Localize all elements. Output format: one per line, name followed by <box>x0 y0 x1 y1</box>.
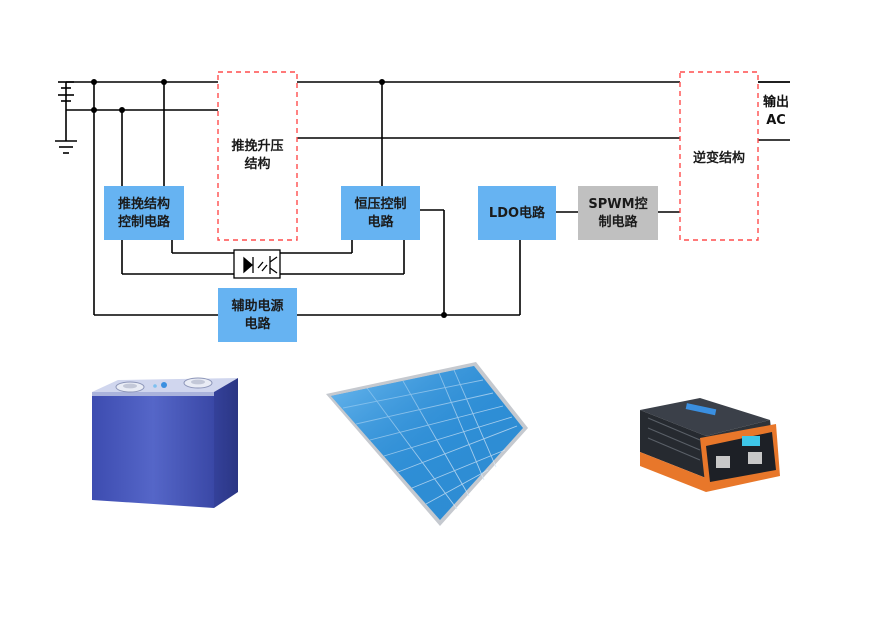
battery-cell-icon <box>92 377 238 508</box>
ldo-label: LDO电路 <box>489 205 546 221</box>
inverter-device-icon <box>640 398 780 492</box>
constant-voltage-label-1: 恒压控制 <box>354 196 406 212</box>
output-label-2: AC <box>766 113 786 128</box>
push-pull-control-label-1: 推挽结构 <box>118 196 170 212</box>
push-pull-boost-label-1: 推挽升压 <box>231 138 283 154</box>
push-pull-boost-label-2: 结构 <box>244 156 270 172</box>
spwm-label-2: 制电路 <box>598 214 638 230</box>
spwm-block: SPWM控 制电路 <box>578 186 658 240</box>
aux-power-label-1: 辅助电源 <box>231 298 283 314</box>
dc-source-icon <box>58 81 74 102</box>
aux-power-block: 辅助电源 电路 <box>218 288 297 342</box>
constant-voltage-block: 恒压控制 电路 <box>341 186 420 240</box>
output-label-1: 输出 <box>763 94 789 110</box>
push-pull-control-label-2: 控制电路 <box>118 214 171 230</box>
solar-panel-icon <box>326 362 528 526</box>
push-pull-boost-block: 推挽升压 结构 <box>217 71 298 241</box>
push-pull-control-block: 推挽结构 控制电路 <box>104 186 184 240</box>
junction-dots <box>91 79 447 318</box>
constant-voltage-label-2: 电路 <box>367 214 394 230</box>
inverter-block: 逆变结构 <box>679 71 759 241</box>
ground-icon <box>55 110 77 154</box>
aux-power-label-2: 电路 <box>244 316 271 332</box>
optocoupler-icon <box>233 249 281 279</box>
output-ac-label: 输出 AC <box>763 94 789 128</box>
ldo-block: LDO电路 <box>478 186 556 240</box>
wires <box>65 81 790 316</box>
spwm-label-1: SPWM控 <box>588 196 647 212</box>
inverter-label: 逆变结构 <box>693 150 745 166</box>
